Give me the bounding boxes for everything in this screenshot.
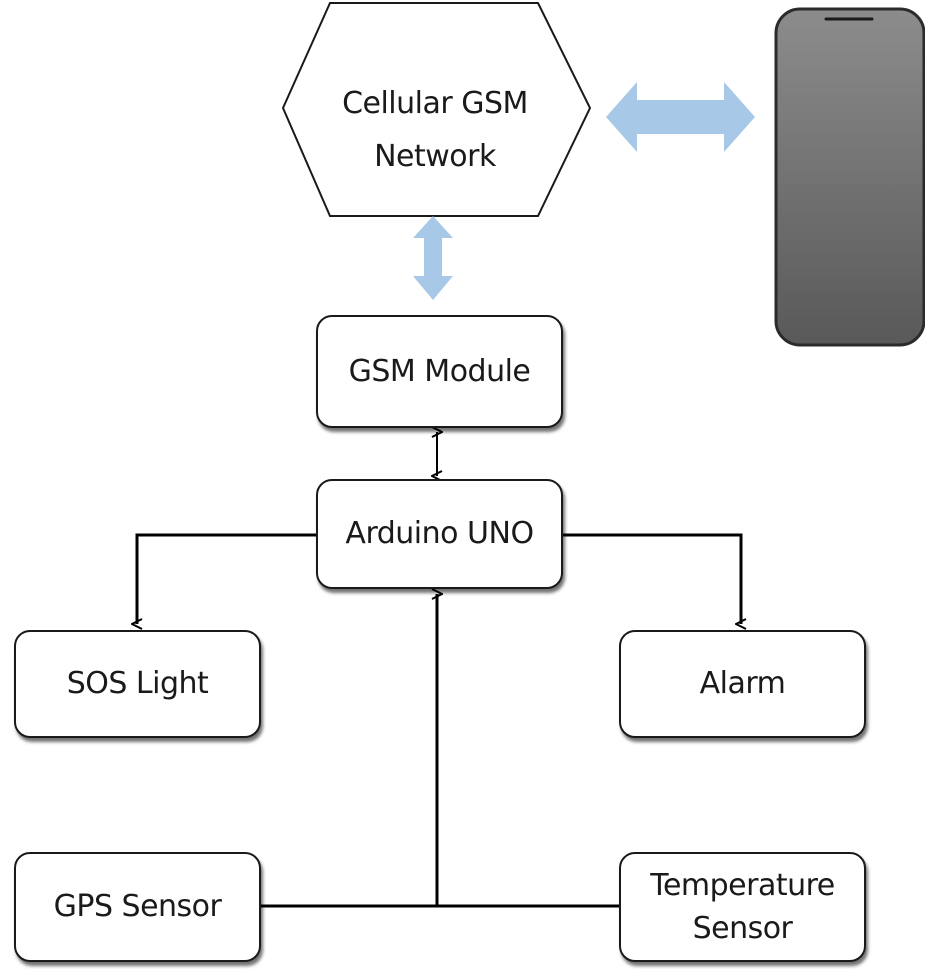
gps-sensor-box: GPS Sensor — [14, 852, 261, 962]
alarm-label: Alarm — [699, 666, 786, 702]
arduino-uno-label: Arduino UNO — [345, 516, 534, 552]
sos-light-box: SOS Light — [14, 630, 261, 738]
network-module-link-arrow — [413, 216, 453, 300]
gps-sensor-label: GPS Sensor — [53, 889, 222, 925]
arduino-uno-box: Arduino UNO — [316, 479, 563, 589]
temperature-sensor-label: Temperature Sensor — [650, 867, 835, 947]
temperature-sensor-box: Temperature Sensor — [619, 852, 866, 962]
gsm-network-hexagon — [281, 1, 592, 217]
arduino-alarm-connector — [563, 533, 741, 624]
sos-light-label: SOS Light — [66, 666, 209, 702]
alarm-box: Alarm — [619, 630, 866, 738]
gsm-network-label: Cellular GSM Network — [342, 86, 528, 174]
network-phone-link-arrow — [606, 82, 755, 152]
gsm-module-box: GSM Module — [316, 315, 563, 428]
gsm-module-label: GSM Module — [348, 353, 531, 389]
smartphone-icon — [774, 7, 925, 347]
arduino-sos-connector — [137, 533, 316, 624]
